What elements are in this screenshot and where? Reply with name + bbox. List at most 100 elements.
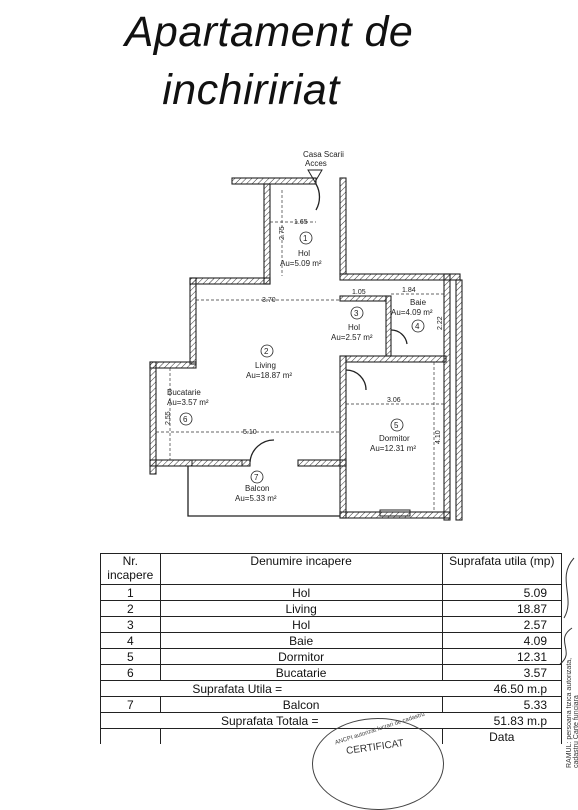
- table-row: 7 Balcon 5.33: [100, 696, 563, 713]
- wall-top-kitchen: [149, 361, 197, 369]
- page-title-line1: Apartament de: [124, 8, 414, 56]
- table-row: 1 Hol 5.09: [100, 584, 563, 601]
- cell-nr: 4: [100, 632, 161, 649]
- wall-bedroom-top: [345, 355, 447, 363]
- room-area-3: Au=2.57 m²: [331, 333, 373, 342]
- cell-nr: 2: [100, 600, 161, 617]
- table-row: 6 Bucatarie 3.57: [100, 664, 563, 681]
- room-area-1: Au=5.09 m²: [280, 259, 322, 268]
- cell-nr: 3: [100, 616, 161, 633]
- table-row: 5 Dormitor 12.31: [100, 648, 563, 665]
- cell-area: 3.57: [441, 664, 563, 681]
- cell-name: Hol: [159, 616, 443, 633]
- header-nr: Nr. incapere: [100, 553, 161, 585]
- room-area-2: Au=18.87 m²: [246, 371, 292, 380]
- wall-left-hol: [263, 183, 271, 285]
- date-label: Data: [441, 728, 563, 744]
- dim-2-22: 2.22: [437, 316, 444, 330]
- wall-bottom-kitchen: [149, 459, 251, 467]
- door-bath: [390, 329, 408, 345]
- wall-top-entrance: [231, 177, 317, 185]
- wall-bedroom-left: [339, 355, 347, 519]
- cell-area: 18.87: [441, 600, 563, 617]
- room-area-5: Au=12.31 m²: [370, 444, 416, 453]
- cell-nr: 5: [100, 648, 161, 665]
- room-num-5: 5: [394, 421, 399, 430]
- dim-1-65: 1.65: [294, 219, 308, 226]
- dim-1-84: 1.84: [402, 287, 416, 294]
- dim-2-75: 2.75: [279, 226, 286, 240]
- side-vertical-text: RAMUL: persoana fizica autorizata, cadas…: [566, 657, 578, 768]
- table-header-row: Nr. incapere Denumire incapere Suprafata…: [100, 553, 563, 585]
- kitchen-window: [191, 459, 243, 467]
- total-area-row: Suprafata Totala = 51.83 m.p: [100, 712, 563, 729]
- cell-name: Living: [159, 600, 443, 617]
- access-label-1: Casa Scarii: [303, 150, 344, 159]
- page-title-line2: inchiririat: [162, 66, 340, 114]
- door-bedroom: [345, 369, 367, 391]
- cell-nr: 6: [100, 664, 161, 681]
- dim-2-55: 2.55: [165, 411, 172, 425]
- header-name: Denumire incapere: [159, 553, 443, 585]
- room-num-7: 7: [254, 473, 259, 482]
- room-area-7: Au=5.33 m²: [235, 494, 277, 503]
- cell-nr: 1: [100, 584, 161, 601]
- room-name-3: Hol: [348, 323, 360, 332]
- room-name-6: Bucatarie: [167, 388, 201, 397]
- room-name-2: Living: [255, 361, 276, 370]
- cell-area: 5.09: [441, 584, 563, 601]
- room-name-1: Hol: [298, 249, 310, 258]
- room-num-6: 6: [183, 415, 188, 424]
- room-num-4: 4: [415, 322, 420, 331]
- cell-nr: 7: [100, 696, 161, 713]
- room-num-1: 1: [303, 234, 308, 243]
- wall-right-outer: [455, 279, 463, 521]
- signature: [559, 557, 575, 665]
- wall-bottom-living: [297, 459, 347, 467]
- rooms-table: Nr. incapere Denumire incapere Suprafata…: [100, 553, 563, 744]
- entrance-arrow-icon: [307, 169, 323, 183]
- table-row: 2 Living 18.87: [100, 600, 563, 617]
- room-num-3: 3: [354, 309, 359, 318]
- wall-top-living: [189, 277, 271, 285]
- room-area-6: Au=3.57 m²: [167, 398, 209, 407]
- table-row: 3 Hol 2.57: [100, 616, 563, 633]
- room-area-4: Au=4.09 m²: [391, 308, 433, 317]
- room-name-4: Baie: [410, 298, 427, 307]
- cell-name: Bucatarie: [159, 664, 443, 681]
- date-row: Data: [100, 728, 563, 744]
- dim-4-10: 4.10: [435, 430, 442, 444]
- dim-3-70: 3.70: [262, 297, 276, 304]
- wall-right: [443, 273, 451, 521]
- header-area: Suprafata utila (mp): [441, 553, 563, 585]
- wall-top-right: [339, 273, 461, 281]
- cell-name: Hol: [159, 584, 443, 601]
- total-area-value: 51.83 m.p: [442, 712, 563, 729]
- wall-hol-top: [339, 295, 387, 302]
- cell-area: 4.09: [441, 632, 563, 649]
- cell-area: 12.31: [441, 648, 563, 665]
- wall-left-kitchen: [149, 361, 157, 475]
- useful-area-row: Suprafata Utila = 46.50 m.p: [100, 680, 563, 697]
- cell-name: Baie: [159, 632, 443, 649]
- door-balcony: [249, 439, 275, 463]
- dim-5-10: 5.10: [243, 429, 257, 436]
- cell-name: Dormitor: [159, 648, 443, 665]
- wall-left-living: [189, 277, 197, 365]
- wall-bath-left: [385, 295, 392, 357]
- dim-3-06: 3.06: [387, 397, 401, 404]
- floor-plan: Casa Scarii Acces 1.65 2.75 3.70 1.05 1.…: [149, 150, 463, 521]
- room-num-2: 2: [264, 347, 269, 356]
- bedroom-window: [379, 509, 411, 517]
- useful-area-value: 46.50 m.p: [442, 680, 563, 697]
- wall-bottom-bedroom: [339, 511, 451, 519]
- room-name-5: Dormitor: [379, 434, 410, 443]
- balcony-outline: [187, 466, 340, 517]
- wall-right-hol: [339, 177, 347, 275]
- cell-area: 2.57: [441, 616, 563, 633]
- cell-name: Balcon: [159, 696, 443, 713]
- room-name-7: Balcon: [245, 484, 269, 493]
- table-row: 4 Baie 4.09: [100, 632, 563, 649]
- dim-1-05: 1.05: [352, 289, 366, 296]
- access-label-2: Acces: [305, 159, 327, 168]
